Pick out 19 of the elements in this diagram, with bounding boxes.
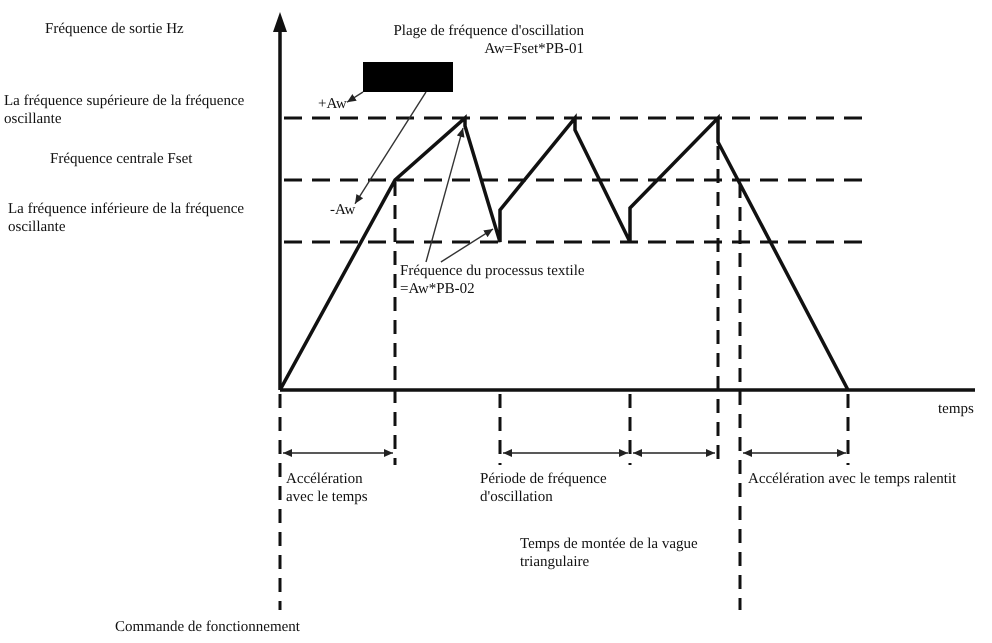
level-label: Fréquence centrale Fset: [50, 150, 192, 168]
axis-title: temps: [938, 400, 974, 418]
axis-title: Fréquence de sortie Hz: [45, 20, 184, 38]
leader-arrow: [346, 91, 364, 103]
annotation-text: Plage de fréquence d'oscillation Aw=Fset*PB-01: [392, 22, 584, 58]
annotation-text: Fréquence du processus textile =Aw*PB-02: [400, 262, 586, 298]
interval-label: Période de fréquence d'oscillation: [480, 470, 608, 506]
interval-label: Accélération avec le temps: [286, 470, 369, 506]
solid-block: [363, 62, 453, 92]
leader-arrow: [425, 128, 464, 262]
interval-label: Accélération avec le temps ralentit: [748, 470, 956, 488]
leader-arrow: [354, 92, 427, 204]
value-label: +Aw: [318, 95, 347, 113]
level-label: La fréquence supérieure de la fréquence oscillante: [4, 92, 246, 128]
annotation-text: Commande de fonctionnement: [115, 618, 300, 636]
value-label: -Aw: [330, 201, 356, 219]
level-label: La fréquence inférieure de la fréquence oscillante: [8, 200, 246, 236]
annotation-text: Temps de montée de la vague triangulaire: [520, 535, 699, 571]
leader-arrow: [440, 228, 494, 263]
